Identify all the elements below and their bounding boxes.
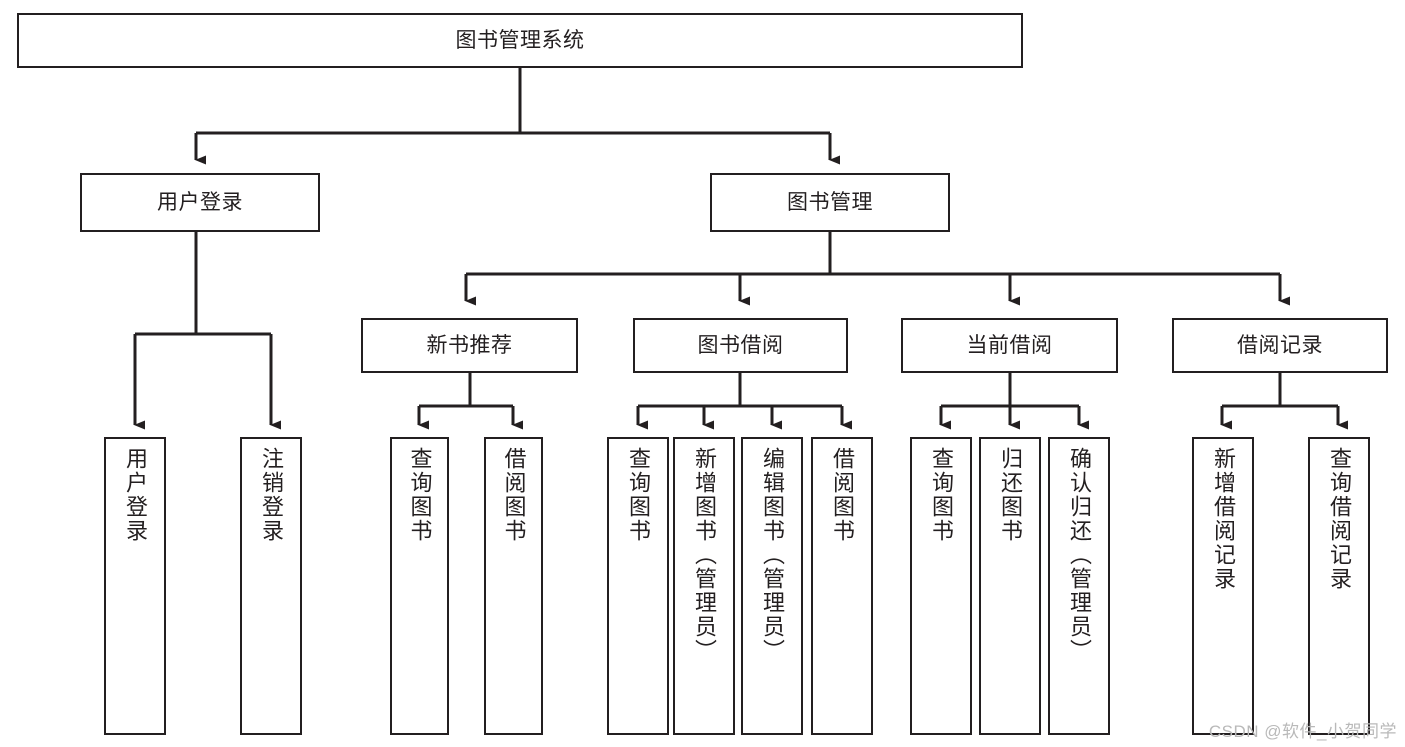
leaf-new-book-query-books[interactable]: 查询图书 [390,437,449,735]
node-new-book-recommend[interactable]: 新书推荐 [361,318,578,373]
node-current-borrow[interactable]: 当前借阅 [901,318,1118,373]
node-label: 图书借阅 [697,333,784,357]
node-label: 新增图书（管理员） [692,447,717,663]
leaf-user-login-login[interactable]: 用户登录 [104,437,166,735]
leaf-current-borrow-confirm-return-admin[interactable]: 确认归还（管理员） [1048,437,1110,735]
leaf-book-borrow-query-books[interactable]: 查询图书 [607,437,669,735]
leaf-book-borrow-edit-book-admin[interactable]: 编辑图书（管理员） [741,437,803,735]
csdn-watermark: CSDN @软件_小贺同学 [1208,722,1397,741]
node-label: 图书管理 [787,190,873,214]
leaf-borrow-record-query-record[interactable]: 查询借阅记录 [1308,437,1370,735]
leaf-book-borrow-add-book-admin[interactable]: 新增图书（管理员） [673,437,735,735]
leaf-current-borrow-return-books[interactable]: 归还图书 [979,437,1041,735]
node-user-login[interactable]: 用户登录 [80,173,320,232]
node-label: 借阅记录 [1237,333,1323,357]
node-label: 新增借阅记录 [1211,447,1236,591]
node-label: 编辑图书（管理员） [760,447,785,663]
node-label: 注销登录 [259,447,284,543]
node-label: 用户登录 [157,190,243,214]
node-root-book-management-system[interactable]: 图书管理系统 [17,13,1023,68]
node-label: 图书管理系统 [455,28,585,52]
node-label: 借阅图书 [501,447,527,543]
leaf-new-book-borrow-books[interactable]: 借阅图书 [484,437,543,735]
node-label: 用户登录 [123,447,148,543]
node-label: 归还图书 [998,447,1023,543]
node-label: 查询图书 [929,447,954,543]
leaf-book-borrow-borrow-books[interactable]: 借阅图书 [811,437,873,735]
leaf-user-login-logout[interactable]: 注销登录 [240,437,302,735]
node-label: 新书推荐 [426,333,513,357]
node-label: 查询借阅记录 [1327,447,1352,591]
node-label: 查询图书 [626,447,651,543]
leaf-current-borrow-query-books[interactable]: 查询图书 [910,437,972,735]
node-label: 查询图书 [407,447,433,543]
node-book-management[interactable]: 图书管理 [710,173,950,232]
node-label: 确认归还（管理员） [1067,447,1092,663]
node-borrow-record[interactable]: 借阅记录 [1172,318,1388,373]
leaf-borrow-record-add-record[interactable]: 新增借阅记录 [1192,437,1254,735]
node-label: 当前借阅 [966,333,1053,357]
node-book-borrow[interactable]: 图书借阅 [633,318,848,373]
node-label: 借阅图书 [830,447,855,543]
